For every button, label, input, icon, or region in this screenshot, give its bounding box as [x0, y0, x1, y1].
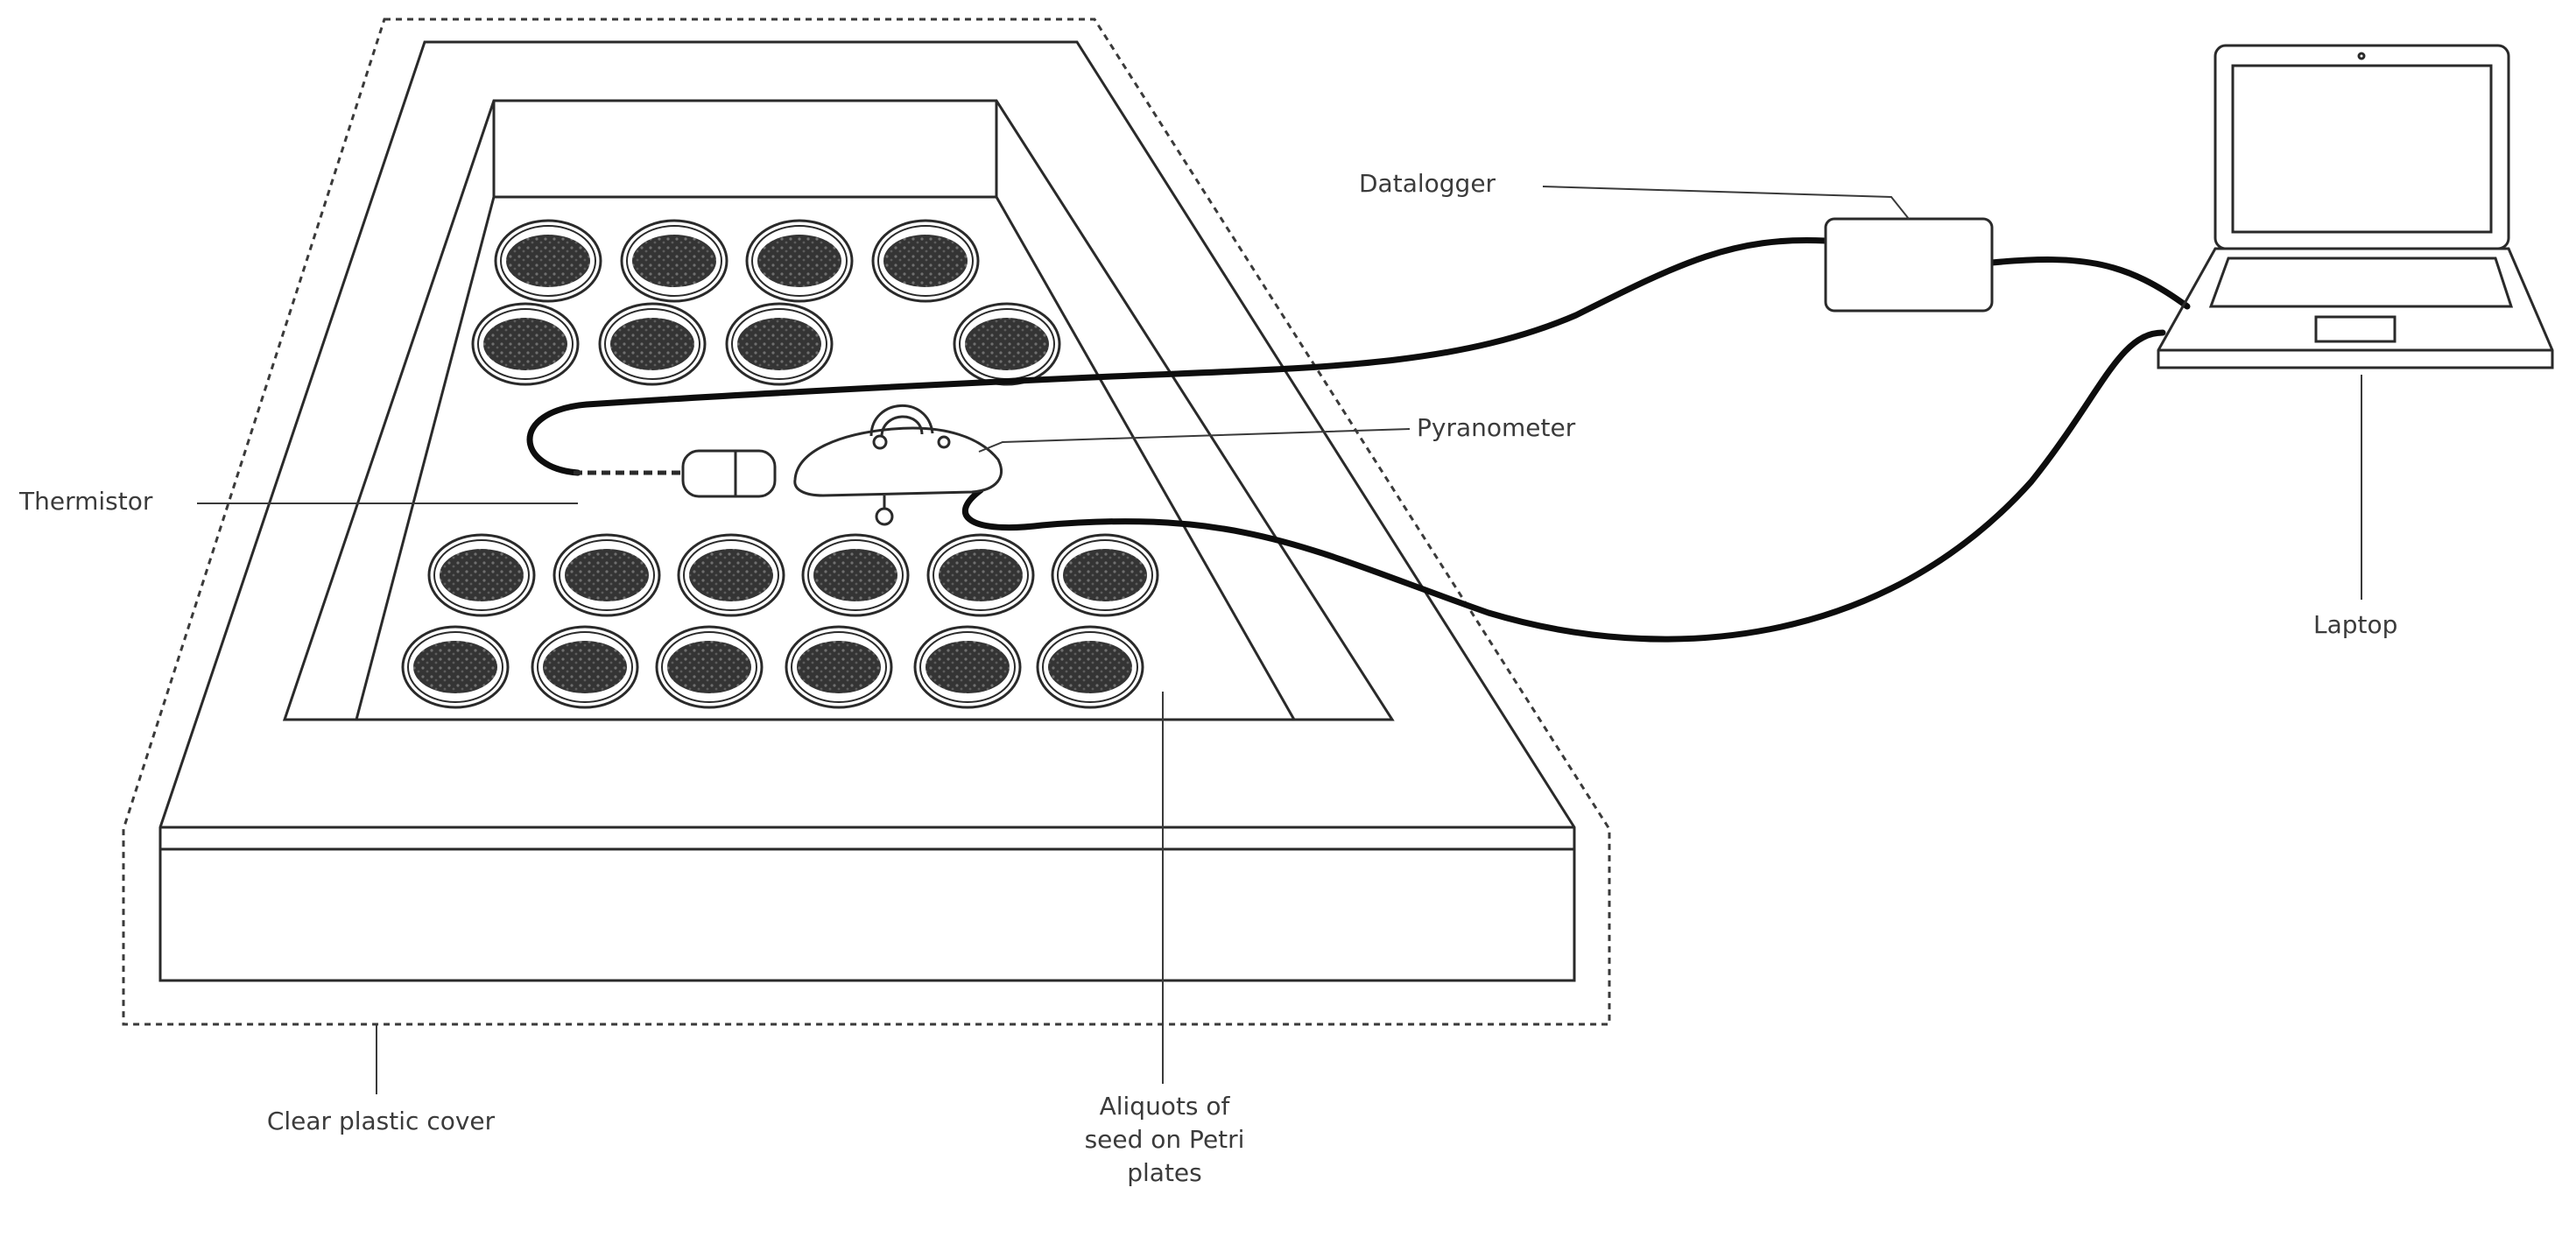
petri-dish-inner-rim: [807, 539, 904, 611]
petri-plate: [1036, 625, 1144, 709]
petri-plate: [427, 533, 536, 617]
pyranometer-knob-left: [872, 434, 888, 450]
seed-aliquot: [610, 318, 694, 370]
label-cover: Clear plastic cover: [266, 1107, 496, 1135]
seed-aliquot: [689, 549, 773, 601]
petri-plate: [494, 219, 602, 303]
cables: [526, 236, 2191, 643]
seed-aliquot: [632, 235, 716, 287]
datalogger-box: [1824, 217, 1994, 313]
seed-aliquot: [440, 549, 524, 601]
petri-dish-inner-rim: [877, 225, 974, 297]
pyranometer-knob-right: [937, 435, 951, 449]
label-thermistor: Thermistor: [19, 487, 153, 516]
petri-plate: [531, 625, 639, 709]
seed-aliquot: [506, 235, 590, 287]
petri-plate: [953, 302, 1061, 386]
datalogger-leader: [1542, 186, 1910, 220]
seed-aliquot: [543, 641, 627, 693]
seed-aliquot: [737, 318, 821, 370]
petri-plate: [401, 625, 510, 709]
leader-lines: [197, 186, 2362, 1094]
pyranometer-leader: [978, 428, 1411, 453]
petri-dish-inner-rim: [751, 225, 848, 297]
seed-aliquot: [757, 235, 841, 287]
petri-dish-inner-rim: [604, 308, 700, 380]
pyranometer-dome-handle-inner: [880, 415, 924, 437]
petri-dish-inner-rim: [407, 631, 503, 703]
tray-left-wall-fold: [355, 196, 496, 720]
laptop-cable: [1988, 257, 2191, 310]
petri-plate: [926, 533, 1035, 617]
petri-dish-inner-rim: [433, 539, 530, 611]
pyranometer-dome-handle: [869, 404, 934, 437]
laptop-device: [2157, 44, 2554, 369]
thermistor-probe: [574, 449, 777, 498]
seed-aliquot: [965, 318, 1049, 370]
petri-dish-inner-rim: [477, 308, 574, 380]
seed-aliquot: [939, 549, 1023, 601]
plastic-cover-outline: [122, 18, 1611, 1026]
petri-plate: [553, 533, 661, 617]
petri-plate: [620, 219, 728, 303]
petri-plate: [655, 625, 764, 709]
label-pyranometer: Pyranometer: [1417, 413, 1576, 442]
seed-aliquot: [667, 641, 751, 693]
laptop-touchpad: [2314, 315, 2397, 343]
petri-dish-inner-rim: [626, 225, 722, 297]
petri-dish-inner-rim: [661, 631, 757, 703]
petri-plate: [913, 625, 1022, 709]
tray-back-wall: [492, 101, 998, 199]
seed-aliquot: [565, 549, 649, 601]
petri-plate: [471, 302, 580, 386]
petri-plate: [871, 219, 980, 303]
petri-plate: [725, 302, 834, 386]
petri-plate: [801, 533, 910, 617]
petri-plate: [785, 625, 893, 709]
petri-dish-inner-rim: [559, 539, 655, 611]
pyranometer-sensor: [793, 404, 1003, 526]
petri-dish-inner-rim: [1042, 631, 1138, 703]
tray: [158, 40, 1576, 982]
seed-aliquot: [797, 641, 881, 693]
laptop-lid: [2214, 44, 2510, 250]
laptop-camera: [2357, 52, 2366, 60]
seed-aliquot: [413, 641, 497, 693]
petri-dish-inner-rim: [731, 308, 827, 380]
petri-plate: [745, 219, 854, 303]
petri-dish-inner-rim: [537, 631, 633, 703]
petri-dish-inner-rim: [933, 539, 1029, 611]
petri-dish-inner-rim: [791, 631, 887, 703]
seed-aliquot: [883, 235, 968, 287]
petri-dish-inner-rim: [1057, 539, 1153, 611]
tray-inner-wall: [282, 99, 1395, 721]
seed-aliquot: [926, 641, 1010, 693]
pyranometer-body: [793, 426, 1003, 497]
seed-aliquot: [1063, 549, 1147, 601]
petri-plates: [401, 219, 1159, 709]
petri-dish-inner-rim: [919, 631, 1016, 703]
tray-right-wall-fold: [995, 196, 1296, 720]
thermistor-cable: [526, 236, 1829, 476]
seed-aliquot: [1048, 641, 1132, 693]
petri-plate: [677, 533, 785, 617]
petri-dish-inner-rim: [500, 225, 596, 297]
label-datalogger: Datalogger: [1359, 169, 1496, 198]
petri-dish-inner-rim: [683, 539, 779, 611]
seed-aliquot: [483, 318, 567, 370]
pyranometer-leg: [875, 507, 894, 526]
petri-plate: [1051, 533, 1159, 617]
label-laptop: Laptop: [2313, 610, 2398, 639]
pyranometer-cable: [961, 329, 2166, 643]
laptop-keyboard: [2208, 257, 2514, 308]
label-aliquots: Aliquots of seed on Petri plates: [1084, 1092, 1245, 1187]
seed-aliquot: [813, 549, 897, 601]
thermistor-body: [681, 449, 777, 498]
petri-plate: [598, 302, 707, 386]
laptop-screen: [2231, 64, 2493, 234]
